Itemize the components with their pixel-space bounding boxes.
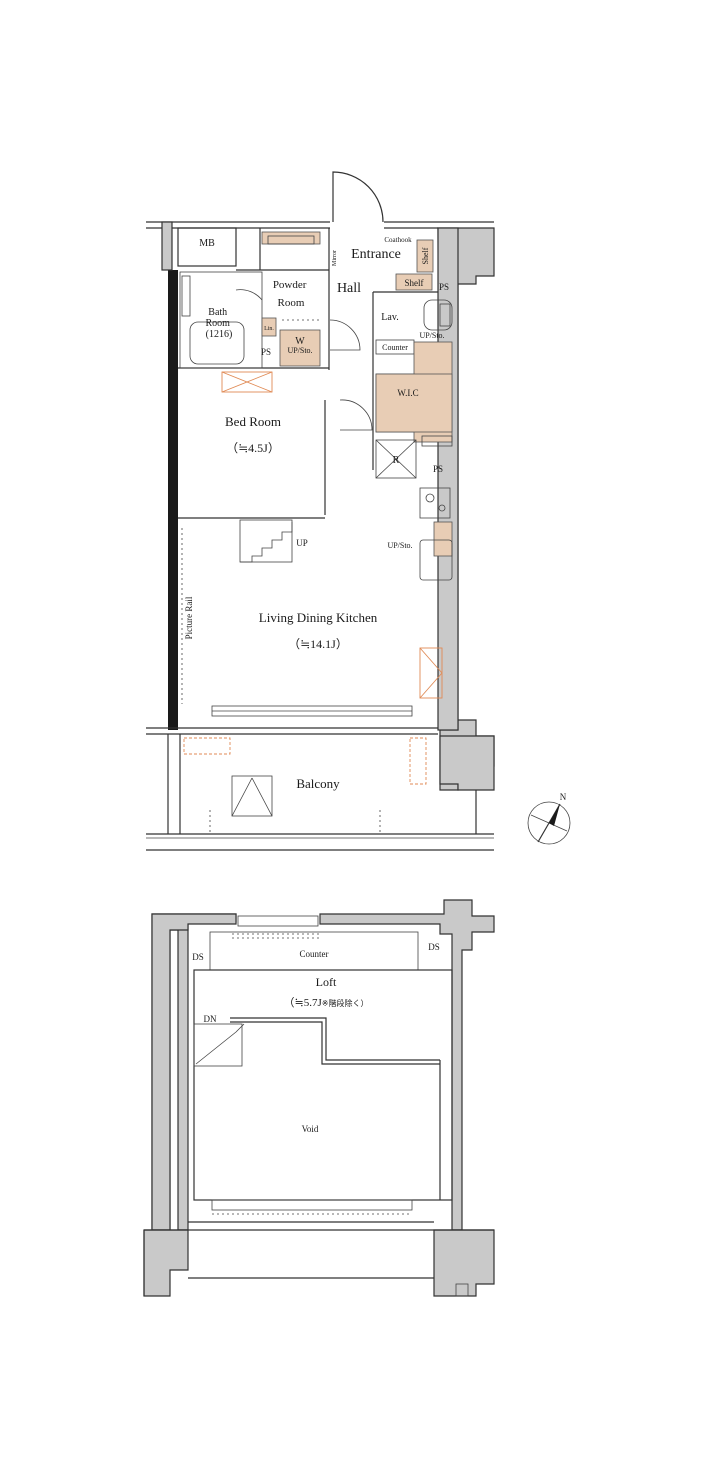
toilet xyxy=(423,299,453,331)
loft-area: （≒5.7J※階段除く） xyxy=(284,996,369,1009)
dn-label: DN xyxy=(204,1014,217,1024)
lav-label: Lav. xyxy=(381,312,398,323)
mirror-label: Mirror xyxy=(332,250,338,266)
ldk-area: （≒14.1J） xyxy=(288,637,348,651)
bath-line1: Bath xyxy=(208,307,227,318)
bath-room-label: Bath Room (1216) xyxy=(206,307,233,340)
entrance-label: Entrance xyxy=(351,247,401,262)
r-label: R xyxy=(393,455,400,466)
ps-bath-label: PS xyxy=(261,347,271,357)
up-sto-powder-label: UP/Sto. xyxy=(287,346,312,355)
shelf-horizontal-label: Shelf xyxy=(405,278,424,288)
bath-line2: Room xyxy=(206,318,231,329)
ds-left-label: DS xyxy=(192,952,204,962)
ps-entrance-label: PS xyxy=(439,282,449,292)
wic-label: W.I.C xyxy=(397,388,418,398)
balcony-ac xyxy=(231,775,273,817)
mb-box xyxy=(177,227,237,267)
bedroom-closet xyxy=(221,371,273,393)
bathtub xyxy=(189,321,245,365)
loft-area-note: ※階段除く） xyxy=(322,998,369,1008)
linen-label: Lin. xyxy=(264,326,274,332)
powder-room-line1: Powder xyxy=(273,279,307,291)
up-sto-kitchen-label: UP/Sto. xyxy=(387,541,412,550)
w-label: W xyxy=(295,336,305,347)
refrigerator xyxy=(375,439,417,479)
kitchen-storage xyxy=(433,521,453,557)
counter-label: Counter xyxy=(382,343,408,352)
hall-label: Hall xyxy=(337,281,361,296)
stair-floor1 xyxy=(239,519,293,563)
left-wall-floor1 xyxy=(168,270,178,730)
loft-counter-label: Counter xyxy=(300,949,329,959)
loft-label: Loft xyxy=(316,975,337,989)
bath-line3: (1216) xyxy=(206,329,233,340)
ldk-label: Living Dining Kitchen xyxy=(259,610,378,625)
up-sto-lav-label: UP/Sto. xyxy=(419,331,444,340)
shelf-vertical xyxy=(416,239,434,273)
ds-right-label: DS xyxy=(428,942,440,952)
cooktop xyxy=(419,487,451,519)
bed-room-area: （≒4.5J） xyxy=(226,441,280,455)
powder-room-line2: Room xyxy=(278,297,305,309)
floor-1: MB Entrance Coathook Shelf Shelf PS Mirr… xyxy=(146,171,571,851)
void-label: Void xyxy=(302,1124,319,1134)
balcony-unit-right xyxy=(409,737,427,785)
balcony-label: Balcony xyxy=(296,776,340,791)
shelf-vertical-label: Shelf xyxy=(421,247,430,264)
compass xyxy=(527,801,571,845)
ps-kitchen-label: PS xyxy=(433,464,443,474)
balcony-unit-left xyxy=(183,737,231,755)
powder-room-label: Powder Room xyxy=(273,279,309,309)
stair-loft xyxy=(193,1023,245,1067)
powder-counter xyxy=(261,231,321,245)
loft-area-main: （≒5.7J xyxy=(284,996,323,1009)
powder-storage xyxy=(279,329,321,367)
kitchen-sink xyxy=(419,539,453,581)
mb-label: MB xyxy=(199,238,215,249)
floor-2: Counter DS DS Loft （≒5.7J※階段除く） DN Void xyxy=(143,899,495,1297)
shelf-horizontal xyxy=(395,273,433,291)
up-stair-label: UP xyxy=(296,538,308,548)
compass-north-label: N xyxy=(560,792,567,802)
entrance-door xyxy=(332,171,384,223)
coathook-label: Coathook xyxy=(384,236,412,244)
picture-rail-label: Picture Rail xyxy=(184,596,194,639)
linen-shelf xyxy=(261,317,277,337)
bed-room-label: Bed Room xyxy=(225,414,281,429)
